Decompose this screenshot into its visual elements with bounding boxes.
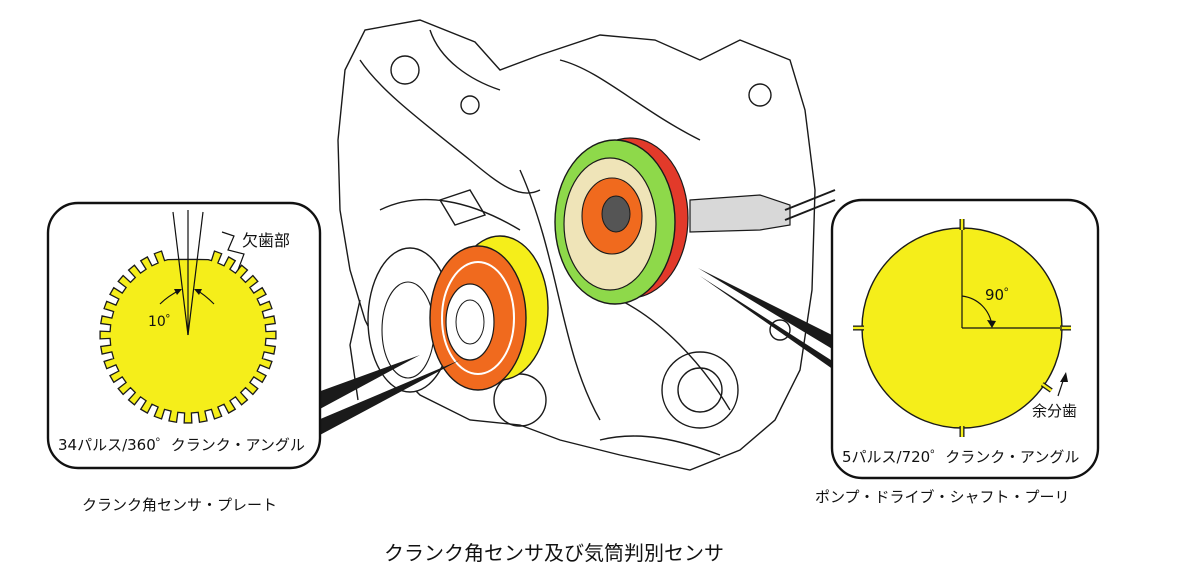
missing-tooth-line-1 xyxy=(172,211,189,336)
crank-plate-caption: クランク角センサ・プレート xyxy=(82,496,278,514)
right-callout-pointer xyxy=(698,268,834,350)
angle-arrowhead-right xyxy=(194,289,202,295)
angle-arrowhead-left xyxy=(174,289,182,295)
missing-teeth-label: 欠歯部 xyxy=(242,231,290,250)
toothed-plate-outline xyxy=(99,250,277,424)
missing-tooth-line-3 xyxy=(187,211,204,336)
extra-tooth-arrowhead xyxy=(1060,372,1068,382)
pump-drive-pulley xyxy=(554,137,836,305)
right-angle-label: 90゜ xyxy=(985,286,1019,304)
left-spec-label: 34パルス/360゜クランク・アングル xyxy=(58,436,305,454)
left-angle-label: 10゜ xyxy=(148,314,180,330)
left-callout-pointer-2 xyxy=(318,360,460,436)
right-spec-label: 5パルス/720゜クランク・アングル xyxy=(842,448,1079,466)
crank-angle-sensor-plate xyxy=(99,250,277,424)
missing-teeth-bracket xyxy=(221,231,245,271)
pulley-caption: ポンプ・ドライブ・シャフト・プーリ xyxy=(815,488,1070,506)
left-callout-pointer xyxy=(318,355,420,410)
right-callout-pointer-2 xyxy=(700,276,834,370)
crank-gear xyxy=(367,235,549,393)
extra-tooth-label: 余分歯 xyxy=(1032,402,1077,420)
pulse-tooth-fill xyxy=(1041,383,1052,392)
figure-title: クランク角センサ及び気筒判別センサ xyxy=(384,541,724,565)
right-angle-arrowhead xyxy=(987,320,996,328)
